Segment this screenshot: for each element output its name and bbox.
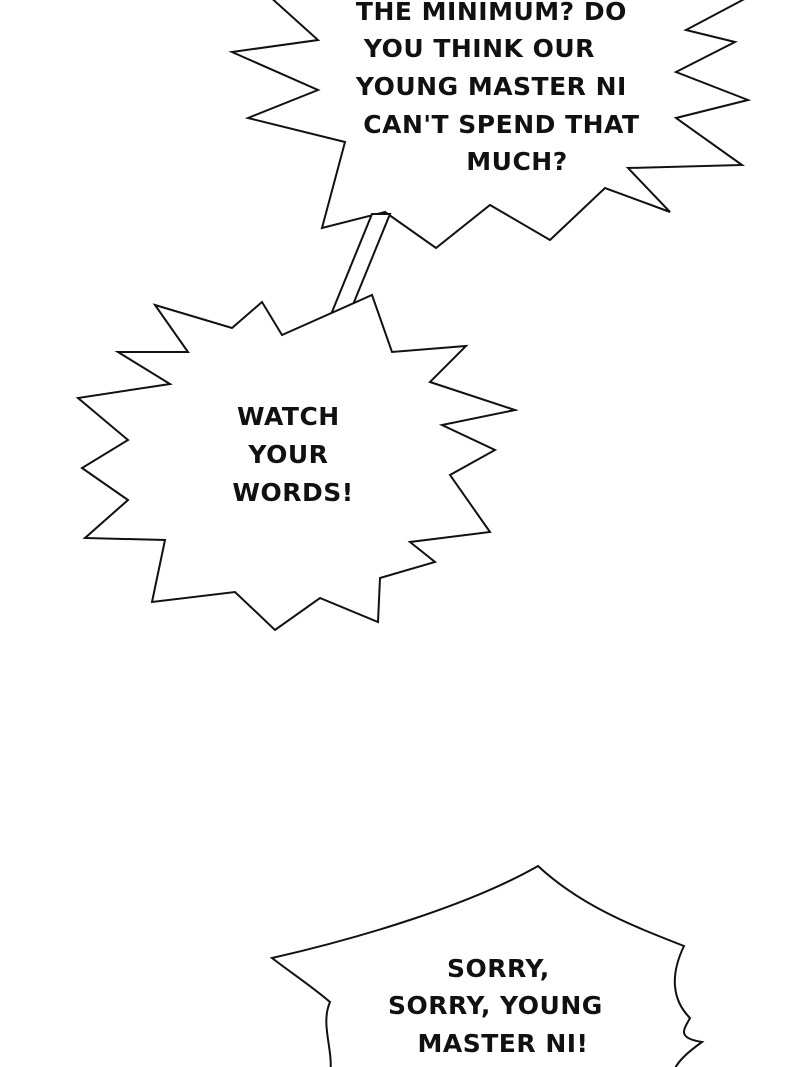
speech-bubble-bottom-outline bbox=[269, 864, 705, 1067]
speech-bubble-bottom-line-1: SORRY, bbox=[447, 954, 550, 983]
shout-bubble-top-line-1: THE MINIMUM? DO bbox=[356, 0, 627, 26]
shout-bubble-top-line-3: YOUNG MASTER NI bbox=[355, 72, 627, 101]
speech-bubble-bottom-line-3: MASTER NI! bbox=[418, 1029, 589, 1058]
shout-bubble-middle-line-1: WATCH bbox=[237, 402, 340, 431]
shout-bubble-top-text: THE MINIMUM? DO YOU THINK OUR YOUNG MAST… bbox=[355, 0, 649, 176]
shout-bubble-middle-line-2: YOUR bbox=[247, 440, 328, 469]
shout-bubble-top-outline bbox=[228, 0, 752, 250]
speech-bubble-bottom: SORRY, SORRY, YOUNG MASTER NI! bbox=[269, 864, 705, 1067]
shout-bubble-top-line-5: MUCH? bbox=[466, 147, 567, 176]
shout-bubble-middle-outline bbox=[75, 293, 519, 632]
shout-bubble-top-line-4: CAN'T SPEND THAT bbox=[363, 110, 639, 139]
shout-bubble-top: THE MINIMUM? DO YOU THINK OUR YOUNG MAST… bbox=[228, 0, 752, 250]
bubble-connector bbox=[330, 213, 392, 313]
speech-bubble-bottom-text: SORRY, SORRY, YOUNG MASTER NI! bbox=[388, 954, 612, 1058]
shout-bubble-middle-line-3: WORDS! bbox=[232, 478, 353, 507]
shout-bubble-top-line-2: YOU THINK OUR bbox=[363, 34, 595, 63]
shout-bubble-middle-text: WATCH YOUR WORDS! bbox=[232, 402, 353, 507]
speech-bubble-bottom-line-2: SORRY, YOUNG bbox=[388, 991, 603, 1020]
shout-bubble-middle: WATCH YOUR WORDS! bbox=[75, 293, 519, 632]
